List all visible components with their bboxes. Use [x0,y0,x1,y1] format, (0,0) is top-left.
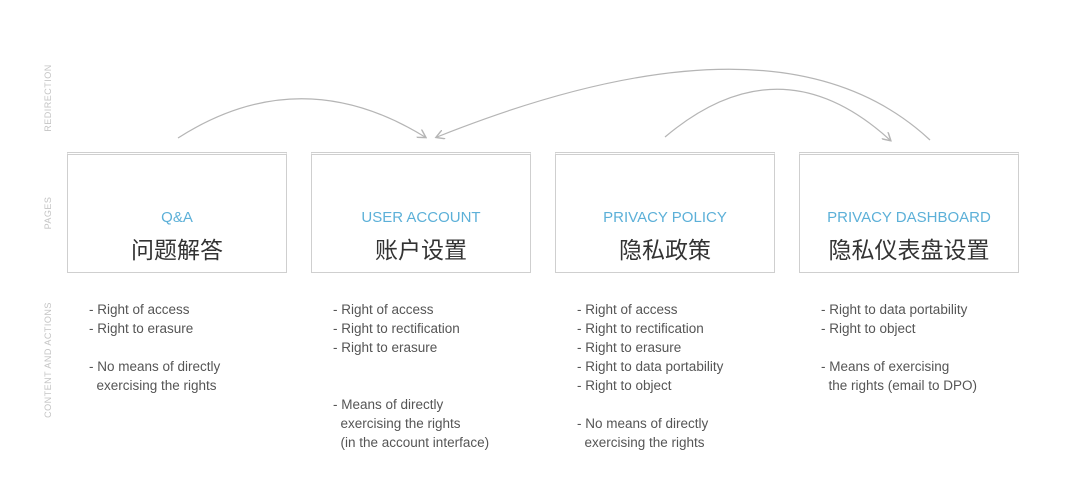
page-title-en: PRIVACY POLICY [603,209,727,226]
list-item: - Right to erasure [89,321,194,336]
list-item: - Right to data portability [577,359,724,374]
content-list-user-account: - Right of access - Right to rectificati… [333,300,489,452]
page-title-en: USER ACCOUNT [361,209,481,226]
content-list-qa: - Right of access - Right to erasure - N… [89,300,220,395]
list-item: - Right of access [89,302,190,317]
page-title-en: Q&A [161,209,193,226]
list-item: the rights (email to DPO) [821,378,978,393]
page-title-zh: 隐私仪表盘设置 [828,238,990,264]
list-item: - Right of access [333,302,434,317]
list-item: - Right of access [577,302,678,317]
page-box-privacy-dashboard: PRIVACY DASHBOARD 隐私仪表盘设置 [799,152,1019,273]
list-item: (in the account interface) [333,435,490,450]
content-list-privacy-dashboard: - Right to data portability - Right to o… [821,300,977,395]
page-box-user-account: USER ACCOUNT 账户设置 [311,152,531,273]
list-item: - Means of directly [333,397,444,412]
arrow-qa-to-account [177,98,425,139]
page-title-zh: 账户设置 [375,238,467,264]
list-item: exercising the rights [89,378,217,393]
list-item: exercising the rights [333,416,461,431]
list-item: - Right to rectification [333,321,460,336]
list-item: - No means of directly [577,416,709,431]
list-item: - Right to data portability [821,302,968,317]
list-item: - Right to rectification [577,321,704,336]
content-list-privacy-policy: - Right of access - Right to rectificati… [577,300,723,452]
list-item: - Right to erasure [577,340,682,355]
page-box-privacy-policy: PRIVACY POLICY 隐私政策 [555,152,775,273]
list-item: - No means of directly [89,359,221,374]
page-title-zh: 隐私政策 [619,238,711,264]
list-item: - Right to object [821,321,916,336]
arrow-policy-to-dashboard [664,88,890,140]
arrow-dashboard-to-account [437,68,931,141]
list-item: exercising the rights [577,435,705,450]
list-item: - Means of exercising [821,359,950,374]
page-title-zh: 问题解答 [131,238,223,264]
page-box-qa: Q&A 问题解答 [67,152,287,273]
page-title-en: PRIVACY DASHBOARD [827,209,991,226]
list-item: - Right to erasure [333,340,438,355]
list-item: - Right to object [577,378,672,393]
